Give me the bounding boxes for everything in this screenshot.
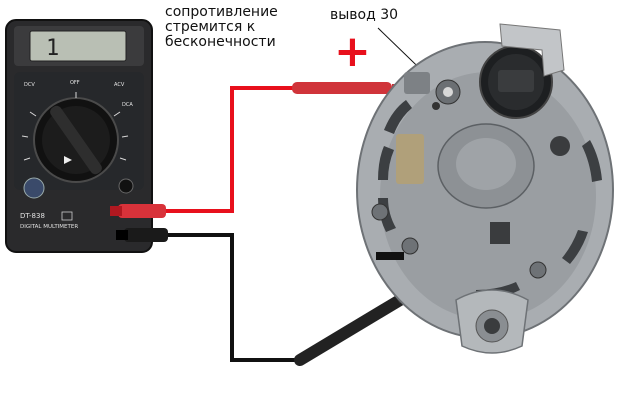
voltage-regulator [479,45,553,119]
black-probe-plug [116,228,168,242]
resistance-note: сопротивление стремится к бесконечности [165,4,278,50]
meter-label-dca: DCA [122,102,133,108]
meter-subtitle: DIGITAL MULTIMETER [20,224,78,230]
terminal-label: вывод 30 [330,7,399,23]
red-probe-plug [110,204,166,218]
meter-label-dcv: DCV [24,82,35,88]
meter-label-acv: ACV [114,82,125,88]
meter-display-value: 1 [46,36,59,61]
multimeter-icon: 1 DCV OFF ACV DCA [5,19,153,253]
plus-sign: + [334,26,371,77]
minus-sign [376,252,404,260]
positive-wire [166,86,300,213]
meter-model: DT-838 [20,212,45,220]
alternator-icon [356,23,614,354]
meter-label-off: OFF [70,80,80,86]
negative-wire [168,233,300,362]
